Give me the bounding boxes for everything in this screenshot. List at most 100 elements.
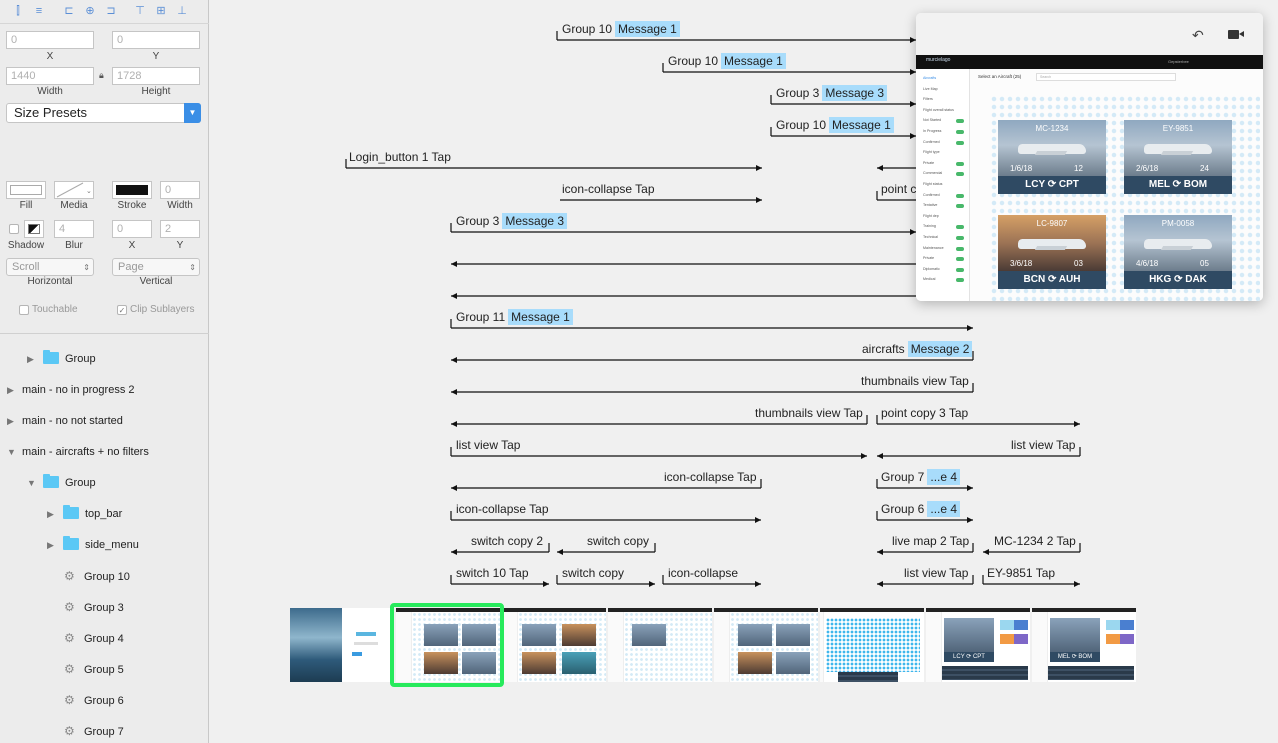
flow-label-group7[interactable]: Group 7...e 4 xyxy=(881,469,961,487)
shadow-color-swatch[interactable] xyxy=(24,220,44,238)
shadow-x-input[interactable]: 0 xyxy=(112,220,152,238)
flow-label-switch-copy2[interactable]: switch copy 2 xyxy=(471,534,544,548)
stroke-swatch[interactable] xyxy=(112,181,152,199)
disclosure-closed-icon[interactable]: ▶ xyxy=(47,540,54,550)
lock-icon[interactable]: 🔒︎ xyxy=(99,70,104,80)
side-menu-item[interactable]: Private xyxy=(923,160,935,165)
layer-row[interactable]: ⚙Group 6 xyxy=(64,690,124,710)
thumbnail-live-map[interactable] xyxy=(820,608,924,682)
distribute-horizontal-icon[interactable]: ≡ xyxy=(35,5,43,17)
side-menu-item[interactable]: In Progress xyxy=(923,129,942,133)
side-menu-item[interactable]: Flight type xyxy=(923,150,940,155)
flow-label-icon-collapse-1[interactable]: icon-collapse Tap xyxy=(562,182,655,196)
thumbnail-detail-ey9851[interactable]: MEL ⟳ BOM xyxy=(1032,608,1136,682)
filter-toggle[interactable] xyxy=(956,161,964,166)
layer-row[interactable]: ⚙Group 10 xyxy=(64,566,130,586)
filter-toggle[interactable] xyxy=(956,236,964,240)
align-middle-icon[interactable]: ⊞ xyxy=(156,5,166,17)
size-presets-select[interactable]: Size Presets ▼ xyxy=(6,103,201,123)
media-swatch[interactable]: ⌄ xyxy=(54,181,94,199)
layer-row[interactable]: ⚙Group 3 xyxy=(64,597,124,617)
filter-toggle[interactable] xyxy=(956,204,964,209)
side-menu-item[interactable]: Confirmed xyxy=(923,139,940,144)
filter-toggle[interactable] xyxy=(956,119,964,124)
touchable-checkbox[interactable] xyxy=(19,305,29,315)
flow-label-icon-collapse-4[interactable]: icon-collapse xyxy=(668,566,739,580)
flow-label-login[interactable]: Login_button 1 Tap xyxy=(349,150,451,164)
side-menu-item[interactable]: Technical xyxy=(923,235,938,239)
layer-row[interactable]: ⚙Group 7 xyxy=(64,721,124,741)
blur-input[interactable]: 4 xyxy=(54,220,94,238)
flow-label-switch10[interactable]: switch 10 Tap xyxy=(456,566,529,580)
horizontal-scroll-select[interactable]: Scroll ⇕ xyxy=(6,258,94,276)
filter-toggle[interactable] xyxy=(956,130,964,134)
flow-label-list-view-2[interactable]: list view Tap xyxy=(1011,438,1076,452)
disclosure-open-icon[interactable]: ▼ xyxy=(7,447,16,457)
width-input[interactable]: 1440 xyxy=(6,67,94,85)
disclosure-closed-icon[interactable]: ▶ xyxy=(7,385,14,395)
side-menu-item[interactable]: Not Started xyxy=(923,118,942,123)
undo-icon[interactable]: ↶ xyxy=(1192,27,1204,43)
flow-label-mc1234[interactable]: MC-1234 2 Tap xyxy=(994,534,1076,548)
side-menu-item[interactable]: Maintenance xyxy=(923,245,944,250)
flow-label-point-copy3[interactable]: point copy 3 Tap xyxy=(881,406,969,420)
side-menu-item[interactable]: Flight overall status xyxy=(923,107,954,112)
align-top-icon[interactable]: ⊤ xyxy=(135,5,145,17)
disclosure-closed-icon[interactable]: ▶ xyxy=(47,509,54,519)
side-menu-item[interactable]: Aircrafts xyxy=(923,76,937,80)
filter-toggle[interactable] xyxy=(956,140,964,145)
layer-row[interactable]: ▶main - no not started xyxy=(7,411,123,431)
disclosure-closed-icon[interactable]: ▶ xyxy=(7,416,14,426)
side-menu-item[interactable]: Confirmed xyxy=(923,192,940,197)
side-menu-item[interactable]: Flight status xyxy=(923,182,943,186)
stroke-width-input[interactable]: 0 xyxy=(160,181,200,199)
flow-label-switch-copy-b[interactable]: switch copy xyxy=(562,566,625,580)
align-center-horizontal-icon[interactable]: ⊕ xyxy=(85,5,95,17)
height-input[interactable]: 1728 xyxy=(112,67,200,85)
align-left-icon[interactable]: ⫿ xyxy=(16,5,20,17)
app-search-input[interactable]: Search xyxy=(1036,73,1176,81)
layer-row[interactable]: ▼main - aircrafts + no filters xyxy=(7,442,149,462)
filter-toggle[interactable] xyxy=(956,267,964,272)
flow-label-switch-copy-a[interactable]: switch copy xyxy=(587,534,650,548)
align-bottom-icon[interactable]: ⊥ xyxy=(177,5,187,17)
thumbnail-collapsed[interactable] xyxy=(608,608,712,682)
layer-row[interactable]: ⚙Group 5 xyxy=(64,659,124,679)
video-camera-icon[interactable] xyxy=(1228,30,1239,39)
thumbnail-aircrafts-2[interactable] xyxy=(502,608,606,682)
layer-row[interactable]: ▶top_bar xyxy=(47,504,122,524)
layer-row[interactable]: ▶Group xyxy=(27,349,96,369)
side-menu-item[interactable]: Training xyxy=(923,224,936,229)
disclosure-open-icon[interactable]: ▼ xyxy=(27,478,36,488)
flow-label-icon-collapse-3[interactable]: icon-collapse Tap xyxy=(456,502,549,516)
x-input[interactable]: 0 xyxy=(6,31,94,49)
side-menu-item[interactable]: Commercial xyxy=(923,171,943,176)
flow-label-icon-collapse-2[interactable]: icon-collapse Tap xyxy=(664,470,757,484)
thumbnail-login-form[interactable] xyxy=(342,608,390,682)
flow-label-list-view-3[interactable]: list view Tap xyxy=(904,566,969,580)
side-menu-item[interactable]: Flight dep xyxy=(923,213,939,218)
flow-label-point-c[interactable]: point c xyxy=(881,182,917,196)
thumbnail-login-photo[interactable] xyxy=(290,608,342,682)
vertical-scroll-select[interactable]: Page ⇕ xyxy=(112,258,200,276)
side-menu-item[interactable]: Diplomatic xyxy=(923,266,940,271)
side-menu-item[interactable]: Live Map xyxy=(923,86,938,91)
clip-sublayers-checkbox[interactable]: ✓ xyxy=(117,305,127,315)
filter-toggle[interactable] xyxy=(956,257,964,262)
flow-label-thumbnails-1[interactable]: thumbnails view Tap xyxy=(861,374,969,388)
layer-row[interactable]: ▼Group xyxy=(27,473,96,493)
thumbnail-aircrafts[interactable] xyxy=(396,608,500,682)
disclosure-closed-icon[interactable]: ▶ xyxy=(27,354,34,364)
shadow-y-input[interactable]: 2 xyxy=(160,220,200,238)
layer-row[interactable]: ▶main - no in progress 2 xyxy=(7,380,135,400)
flow-label-live-map2[interactable]: live map 2 Tap xyxy=(892,534,970,548)
side-menu-item[interactable]: Tentative xyxy=(923,203,938,208)
flow-label-thumbnails-2[interactable]: thumbnails view Tap xyxy=(755,406,863,420)
